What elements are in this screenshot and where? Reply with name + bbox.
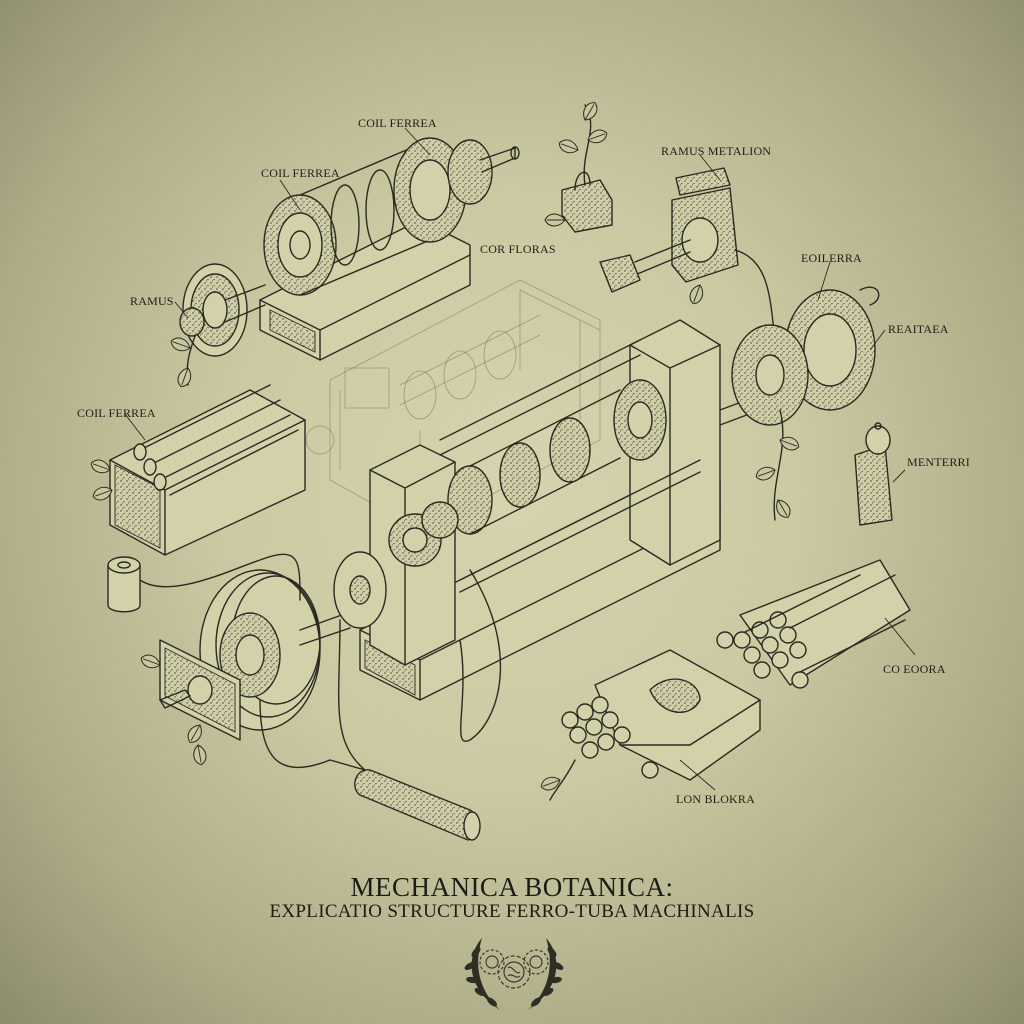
gear-laurel-emblem-icon — [464, 938, 564, 1010]
coil-drum-assembly — [259, 127, 520, 361]
sprouting-clamp — [544, 99, 613, 233]
cylinder-tray — [538, 649, 761, 801]
label-menterri: MENTERRI — [907, 455, 970, 469]
label-coil-ferrea-top: COIL FERREA — [358, 116, 437, 130]
label-ramus-metalion: RAMUS METALION — [661, 144, 772, 158]
roller-frame — [88, 384, 306, 556]
ramus-metalion-block — [599, 154, 776, 341]
ornate-wheel — [731, 261, 886, 521]
main-lathe-frame — [359, 319, 761, 742]
label-cor-floras: COR FLORAS — [480, 242, 556, 256]
diagram-subtitle: EXPLICATIO STRUCTURE FERRO-TUBA MACHINAL… — [269, 901, 755, 922]
label-coil-ferrea-left: COIL FERREA — [261, 166, 340, 180]
pulley-gearbox — [138, 551, 387, 767]
label-co-eoora: CO EOORA — [883, 662, 946, 676]
diagram-title: MECHANICA BOTANICA: — [350, 872, 674, 902]
label-reaitaea: REAITAEA — [888, 322, 949, 336]
flywheel-ramus — [168, 263, 266, 390]
gauge-capsule — [854, 422, 906, 526]
label-coil-ferrea-mid: COIL FERREA — [77, 406, 156, 420]
hand-grip-capsule — [259, 619, 481, 841]
label-eoil-errra: EOILERRA — [801, 251, 862, 265]
tube-bundle — [716, 559, 916, 689]
label-ramus: RAMUS — [130, 294, 174, 308]
battery-canister — [107, 553, 301, 613]
label-lon-blokra: LON BLOKRA — [676, 792, 755, 806]
